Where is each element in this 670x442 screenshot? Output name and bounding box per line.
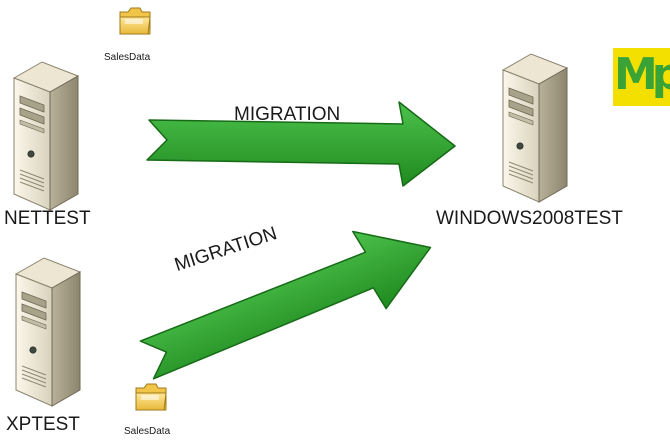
migration-arrow-bottom — [139, 230, 432, 380]
logo-text: Mp — [614, 49, 670, 100]
server-label-target: WINDOWS2008TEST — [436, 208, 623, 229]
server-icon-xptest[interactable] — [8, 257, 84, 408]
server-label-xptest: XPTEST — [6, 414, 80, 435]
folder-icon — [135, 383, 167, 411]
migration-arrow-top — [146, 101, 456, 187]
folder-label-top: SalesData — [104, 52, 151, 63]
server-icon-nettest[interactable] — [6, 61, 82, 212]
folder-top[interactable]: SalesData — [104, 4, 166, 64]
server-icon-target[interactable] — [495, 53, 571, 204]
server-label-nettest: NETTEST — [4, 208, 91, 229]
folder-icon — [119, 7, 151, 35]
mp-logo: Mp — [613, 48, 670, 106]
migration-label-top: MIGRATION — [234, 104, 341, 125]
folder-bottom[interactable]: SalesData — [122, 380, 184, 440]
folder-label-bottom: SalesData — [124, 426, 171, 437]
